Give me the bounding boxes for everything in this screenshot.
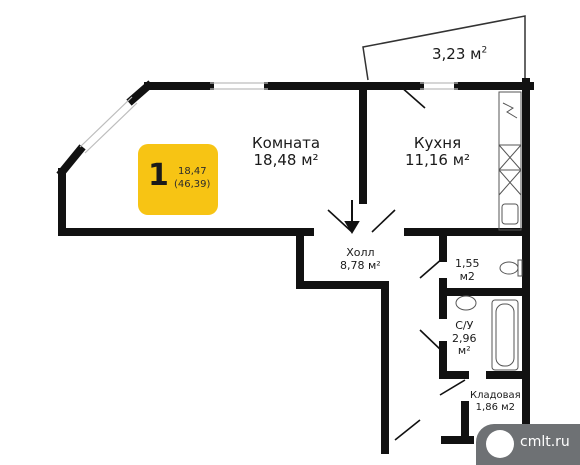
hall-label: Холл 8,78 м² xyxy=(340,246,381,272)
watermark-text: cmlt.ru xyxy=(520,434,570,450)
wc-label: 1,55 м2 xyxy=(455,257,480,283)
kitchen-area: 11,16 м² xyxy=(405,151,471,170)
hall-name: Холл xyxy=(346,246,375,259)
kitchen-name: Кухня xyxy=(413,134,462,152)
bathroom-name: С/У xyxy=(455,319,474,332)
living-room-area: 18,48 м² xyxy=(253,151,319,170)
bathroom-area: 2,96 xyxy=(452,331,477,345)
walls xyxy=(56,78,534,454)
kitchen-label: Кухня 11,16 м² xyxy=(405,134,471,170)
bathroom-label: С/У 2,96 м² xyxy=(452,319,477,358)
watermark-logo-icon xyxy=(486,430,514,458)
storage-name: Кладовая xyxy=(470,390,521,401)
doors xyxy=(327,85,466,441)
toilet xyxy=(499,259,523,277)
living-room-name: Комната xyxy=(252,134,321,152)
balcony-area-sup: 2 xyxy=(481,45,488,56)
hall-area: 8,78 м² xyxy=(340,258,381,272)
storage-area: 1,86 м2 xyxy=(475,401,516,413)
bathtub xyxy=(455,295,519,371)
bathroom-unit: м² xyxy=(457,344,471,358)
windows xyxy=(79,82,458,154)
door-arrows xyxy=(344,200,360,234)
kitchen-unit xyxy=(498,91,522,231)
balcony-area: 3,23 м xyxy=(432,45,482,63)
total-area-value: (46,39) xyxy=(174,179,211,190)
balcony-label: 3,23 м2 xyxy=(432,45,487,63)
watermark: cmlt.ru xyxy=(476,424,580,465)
wc-unit: м2 xyxy=(459,269,475,283)
balcony-outline xyxy=(362,15,526,82)
rooms-count: 1 xyxy=(148,158,169,193)
living-area-value: 18,47 xyxy=(178,166,207,177)
wc-area: 1,55 xyxy=(455,257,480,270)
apartment-badge: 1 18,47 (46,39) xyxy=(138,144,218,215)
living-room-label: Комната 18,48 м² xyxy=(252,134,321,170)
storage-label: Кладовая 1,86 м2 xyxy=(470,390,521,413)
